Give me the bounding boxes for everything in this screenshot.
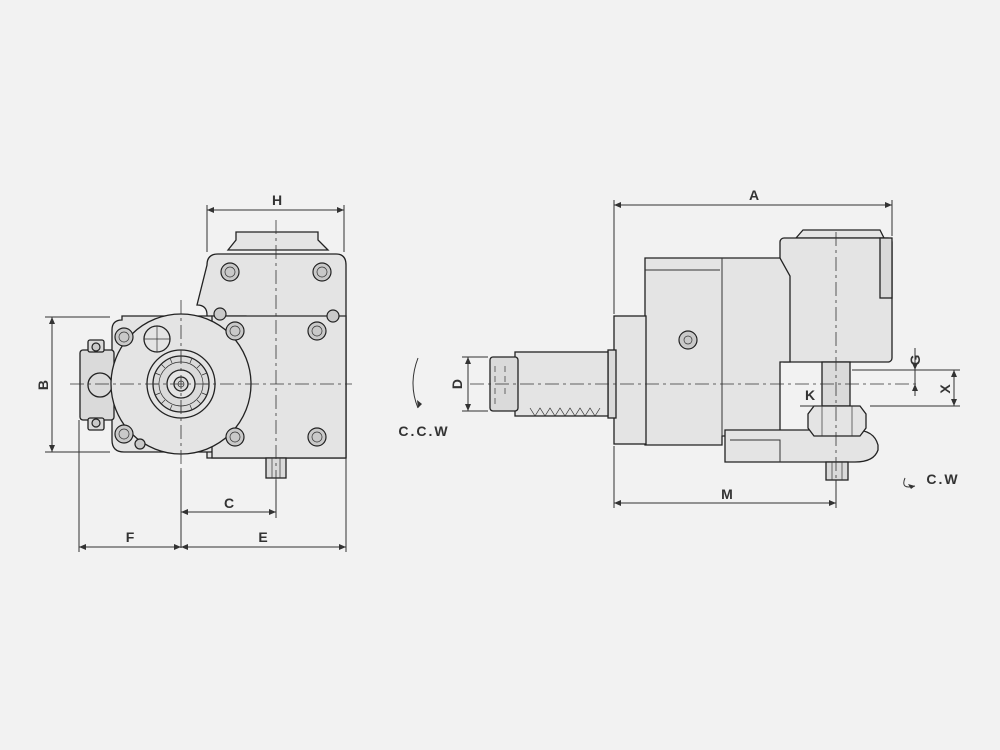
dim-label-h: H bbox=[272, 192, 282, 208]
ccw-label: C.C.W bbox=[398, 423, 449, 439]
front-bolts bbox=[114, 262, 340, 450]
dim-label-m: M bbox=[721, 486, 733, 502]
dim-label-x: X bbox=[937, 384, 953, 394]
dim-label-b: B bbox=[35, 380, 51, 390]
front-view bbox=[70, 220, 352, 480]
dim-label-k: K bbox=[805, 387, 815, 403]
dim-label-a: A bbox=[749, 187, 759, 203]
front-dimensions: H B C F E bbox=[35, 192, 347, 552]
dim-label-e: E bbox=[258, 529, 267, 545]
dim-label-f: F bbox=[126, 529, 135, 545]
dim-label-c: C bbox=[224, 495, 234, 511]
cw-label: C.W bbox=[926, 471, 959, 487]
side-dimensions: A M D G X K C.C.W C.W bbox=[398, 187, 960, 508]
side-view bbox=[470, 229, 920, 490]
dim-label-d: D bbox=[449, 379, 465, 389]
dim-label-g: G bbox=[907, 354, 923, 365]
ccw-rotation-arrow bbox=[412, 357, 419, 409]
